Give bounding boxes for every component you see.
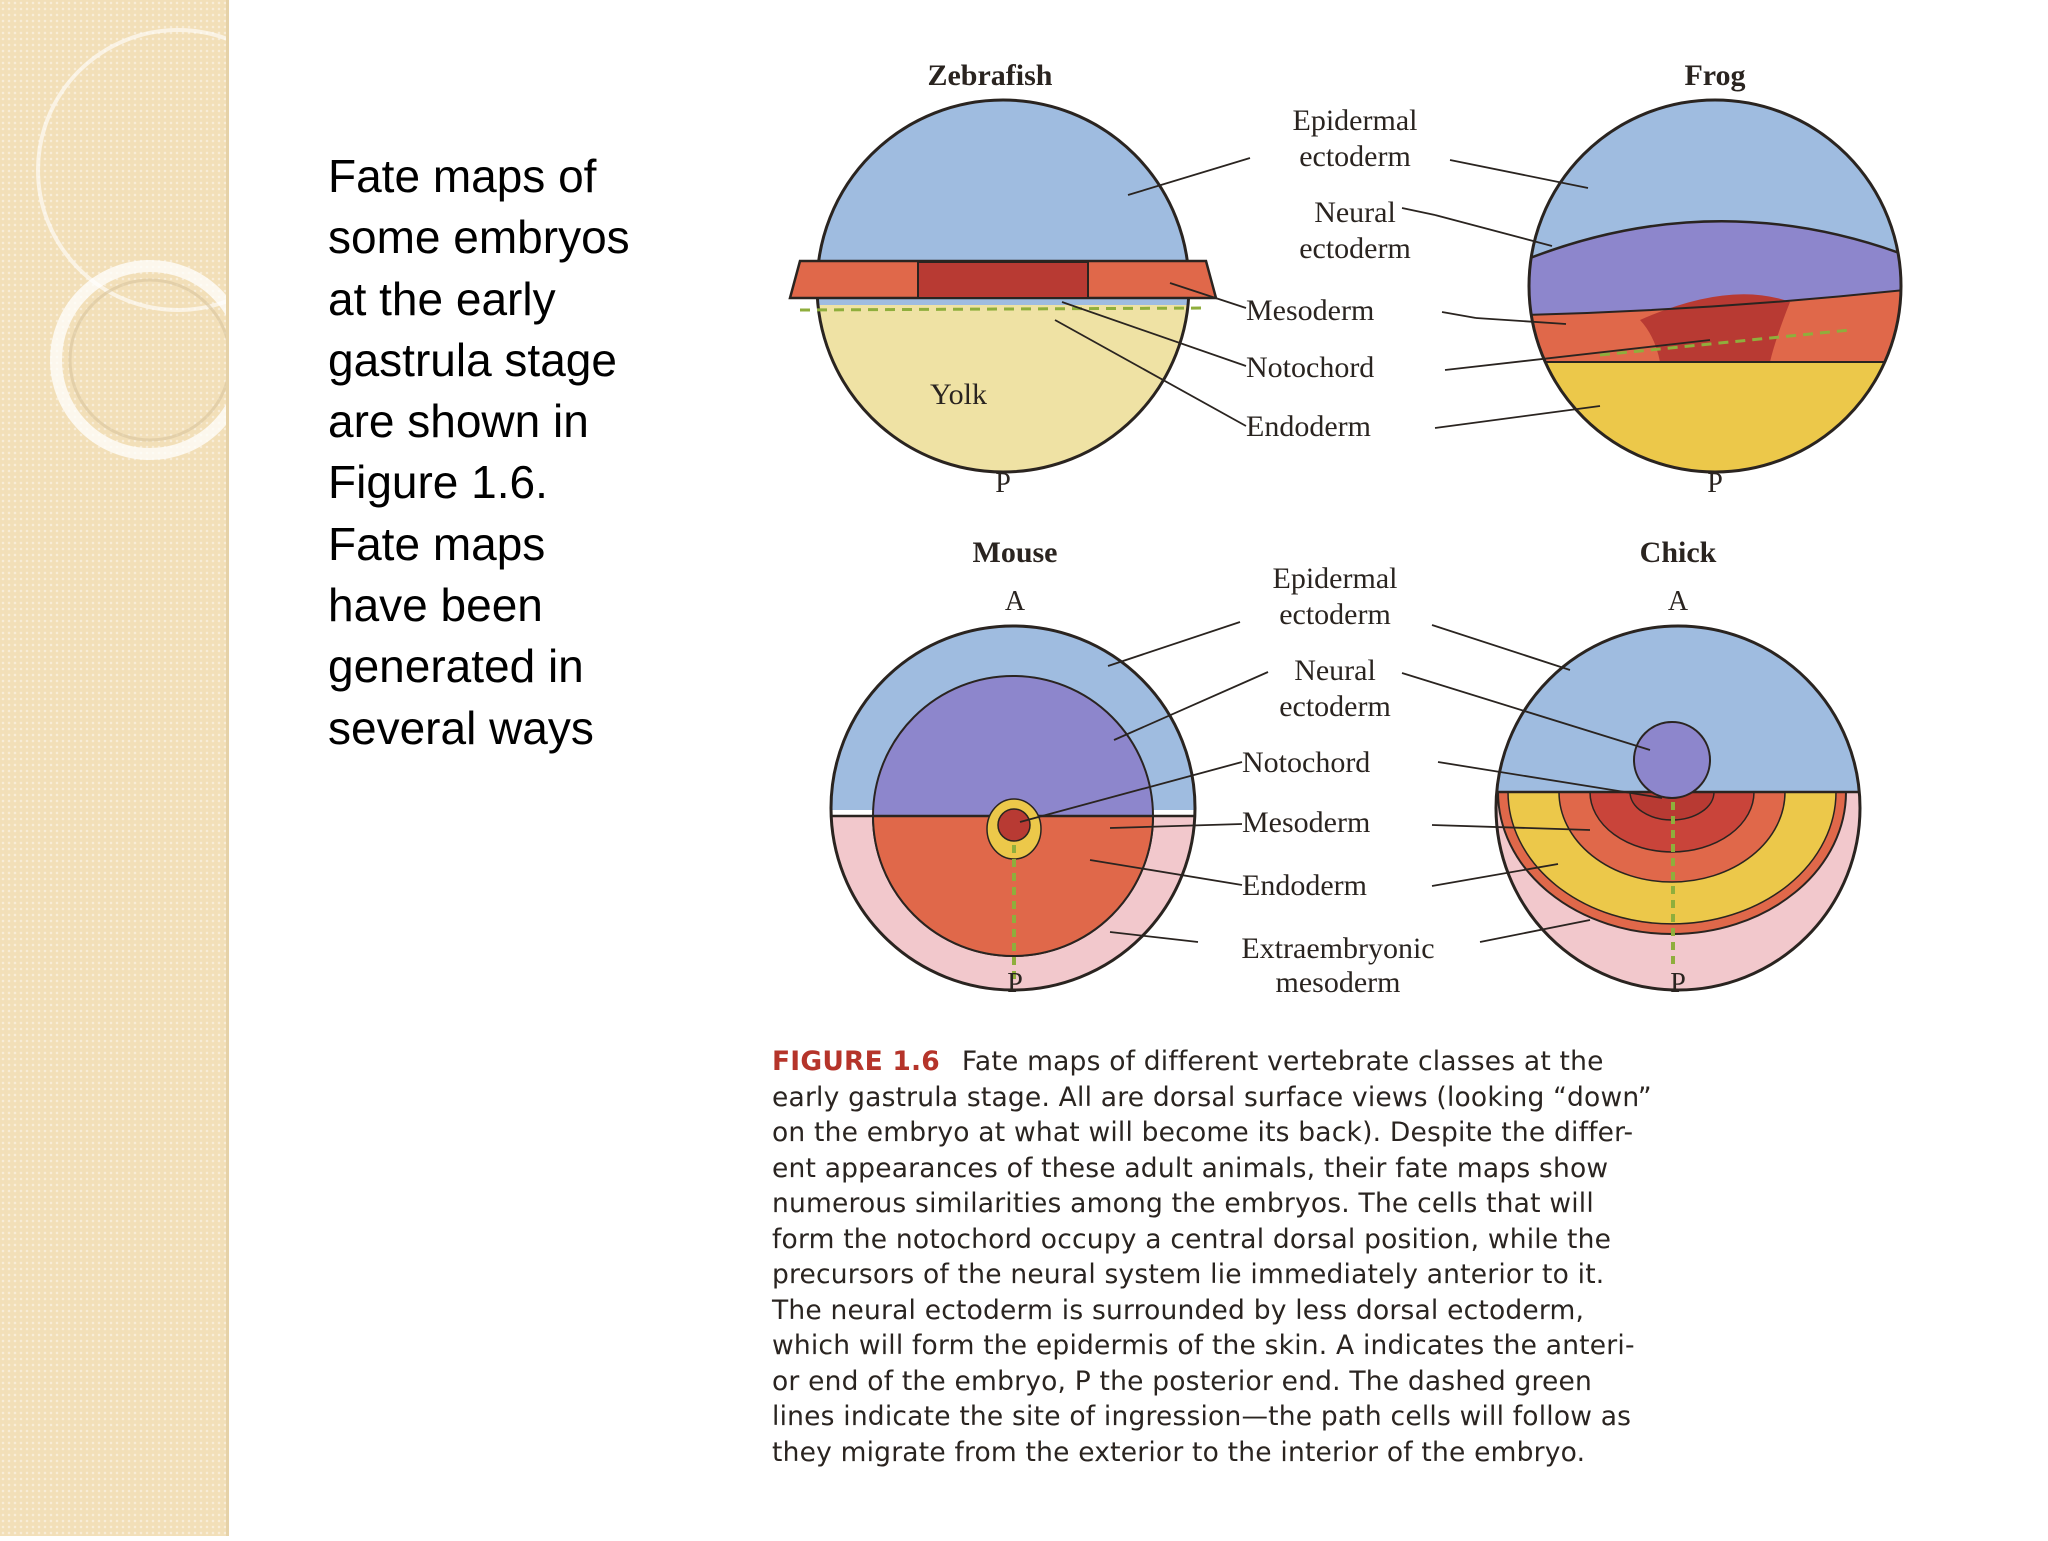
- zebrafish-posterior-label: P: [995, 468, 1011, 499]
- frog-notochord-region: [1640, 294, 1790, 362]
- caption-line: which will form the epidermis of the ski…: [772, 1330, 1635, 1361]
- chick-outline: [1494, 624, 1862, 992]
- label-epidermal-ectoderm-top-2: ectoderm: [1299, 140, 1411, 173]
- chick-neural-region: [1633, 721, 1711, 799]
- zebrafish-yolk-label: Yolk: [930, 378, 987, 411]
- label-extraembryonic-mesoderm-1: Extraembryonic: [1241, 932, 1434, 965]
- chick-anterior-label: A: [1668, 586, 1689, 617]
- label-epidermal-ectoderm-bottom-1: Epidermal: [1273, 562, 1398, 595]
- slide-line: several ways: [328, 701, 594, 754]
- frog-panel: Frog A P: [1527, 59, 1903, 499]
- zebrafish-ingression-line: [799, 306, 1209, 312]
- mouse-title: Mouse: [973, 536, 1058, 569]
- mouse-mesoderm-region: [871, 815, 1155, 957]
- label-notochord-top: Notochord: [1246, 351, 1374, 384]
- bottom-labels: Epidermal ectoderm Neural ectoderm Notoc…: [1241, 562, 1434, 999]
- slide-line: Fate maps of: [328, 150, 597, 202]
- label-neural-ectoderm-top-2: ectoderm: [1299, 232, 1411, 265]
- mouse-outline: [829, 624, 1197, 992]
- frog-outline: [1527, 98, 1903, 474]
- caption-line: on the embryo at what will become its ba…: [772, 1117, 1634, 1148]
- top-leader-lines: [1054, 157, 1711, 429]
- slide-line: at the early: [328, 272, 556, 325]
- label-epidermal-ectoderm-bottom-2: ectoderm: [1279, 598, 1391, 631]
- chick-embryo: [1496, 626, 1860, 990]
- frog-neural-boundary: [1529, 220, 1901, 262]
- caption-line: precursors of the neural system lie imme…: [772, 1259, 1605, 1290]
- sidebar-edge: [226, 0, 229, 1536]
- slide-body-text: Fate maps of some embryos at the early g…: [328, 146, 688, 759]
- frog-title: Frog: [1684, 59, 1745, 92]
- caption-line: form the notochord occupy a central dors…: [772, 1223, 1612, 1255]
- bottom-leader-lines: [1019, 621, 1663, 943]
- label-extraembryonic-mesoderm-2: mesoderm: [1276, 966, 1401, 999]
- frog-posterior-label: P: [1707, 468, 1723, 499]
- sidebar-rings: [36, 28, 320, 460]
- slide-line: have been: [328, 579, 543, 632]
- slide-line: Fate maps: [328, 517, 546, 570]
- slide-line: some embryos: [328, 211, 630, 264]
- caption-line: numerous similarities among the embryos.…: [772, 1188, 1594, 1219]
- frog-ingression-line: [1599, 328, 1851, 357]
- label-notochord-bottom: Notochord: [1242, 746, 1370, 779]
- slide-line: gastrula stage: [328, 333, 617, 386]
- label-neural-ectoderm-bottom-1: Neural: [1294, 654, 1376, 687]
- caption-line: or end of the embryo, P the posterior en…: [772, 1365, 1592, 1397]
- slide-line: Figure 1.6.: [328, 456, 548, 509]
- mouse-panel: Mouse A P: [829, 536, 1197, 999]
- caption-line: The neural ectoderm is surrounded by les…: [772, 1294, 1585, 1326]
- caption-line: they migrate from the exterior to the in…: [772, 1436, 1586, 1468]
- frog-mesoderm-boundary: [1529, 289, 1901, 316]
- slide-line: generated in: [328, 640, 584, 693]
- decorative-sidebar: [0, 0, 320, 1536]
- mouse-anterior-label: A: [1005, 586, 1026, 617]
- label-endoderm-top: Endoderm: [1246, 410, 1371, 443]
- figure-caption-label: FIGURE 1.6: [772, 1046, 940, 1077]
- label-mesoderm-bottom: Mesoderm: [1242, 806, 1370, 839]
- zebrafish-panel: Zebrafish A Yolk P: [788, 59, 1218, 499]
- label-neural-ectoderm-bottom-2: ectoderm: [1279, 690, 1391, 723]
- chick-posterior-label: P: [1670, 968, 1686, 999]
- slide-line: are shown in: [328, 395, 589, 448]
- mouse-notochord-node: [997, 808, 1031, 842]
- zebrafish-title: Zebrafish: [927, 59, 1052, 92]
- chick-title: Chick: [1640, 536, 1717, 569]
- fate-map-figure: Zebrafish A Yolk P Frog A P Ep: [788, 59, 1903, 999]
- caption-line: Fate maps of different vertebrate classe…: [961, 1046, 1604, 1077]
- caption-line: ent appearances of these adult animals, …: [772, 1152, 1609, 1184]
- label-mesoderm-top: Mesoderm: [1246, 294, 1374, 327]
- label-neural-ectoderm-top-1: Neural: [1314, 196, 1396, 229]
- zebrafish-notochord-region: [917, 261, 1089, 299]
- figure-caption: FIGURE 1.6 Fate maps of different vertebr…: [772, 1044, 1942, 1470]
- label-epidermal-ectoderm-top-1: Epidermal: [1293, 104, 1418, 137]
- mouse-posterior-label: P: [1007, 968, 1023, 999]
- caption-line: early gastrula stage. All are dorsal sur…: [772, 1081, 1652, 1113]
- top-labels: Epidermal ectoderm Neural ectoderm Mesod…: [1246, 104, 1417, 443]
- chick-panel: Chick A P: [1494, 536, 1862, 999]
- caption-line: lines indicate the site of ingression—th…: [772, 1401, 1632, 1432]
- label-endoderm-bottom: Endoderm: [1242, 869, 1367, 902]
- zebrafish-embryo: [817, 100, 1189, 472]
